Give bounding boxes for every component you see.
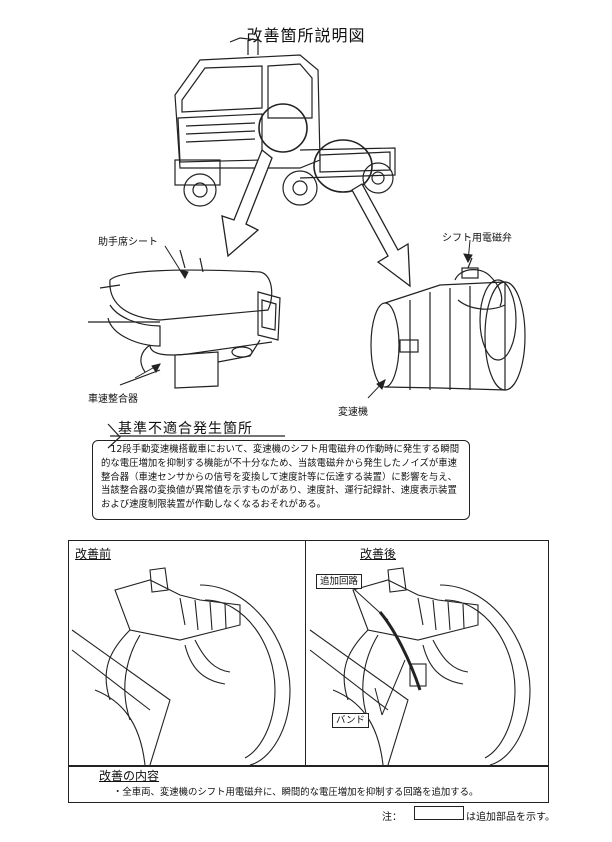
added-part-legend-box xyxy=(414,806,464,820)
section-heading: 基準不適合発生箇所 xyxy=(118,421,253,437)
after-panel: 改善後 xyxy=(305,540,549,767)
valve-label: シフト用電磁弁 xyxy=(442,233,512,244)
added-circuit-tag: 追加回路 xyxy=(316,574,363,589)
improvement-text: ・全車両、変速機のシフト用電磁弁に、瞬間的な電圧増加を抑制する回路を追加する。 xyxy=(113,787,479,798)
note-text: は追加部品を示す。 xyxy=(466,812,555,823)
after-title: 改善後 xyxy=(360,547,397,561)
seat-label: 助手席シート xyxy=(98,237,158,248)
page-title: 改善箇所説明図 xyxy=(246,26,366,45)
improvement-box: 改善の内容 ・全車両、変速機のシフト用電磁弁に、瞬間的な電圧増加を抑制する回路を… xyxy=(68,765,549,803)
note-prefix: 注： xyxy=(382,812,402,823)
improvement-heading: 改善の内容 xyxy=(99,769,160,783)
transmission-label: 変速機 xyxy=(338,407,368,418)
before-title: 改善前 xyxy=(75,547,112,561)
description-text: 12段手動変速機搭載車において、変速機のシフト用電磁弁の作動時に発生する瞬間的な… xyxy=(101,444,460,511)
adapter-label: 車速整合器 xyxy=(88,394,138,405)
description-box: 12段手動変速機搭載車において、変速機のシフト用電磁弁の作動時に発生する瞬間的な… xyxy=(92,440,470,520)
band-tag: バンド xyxy=(332,713,369,728)
